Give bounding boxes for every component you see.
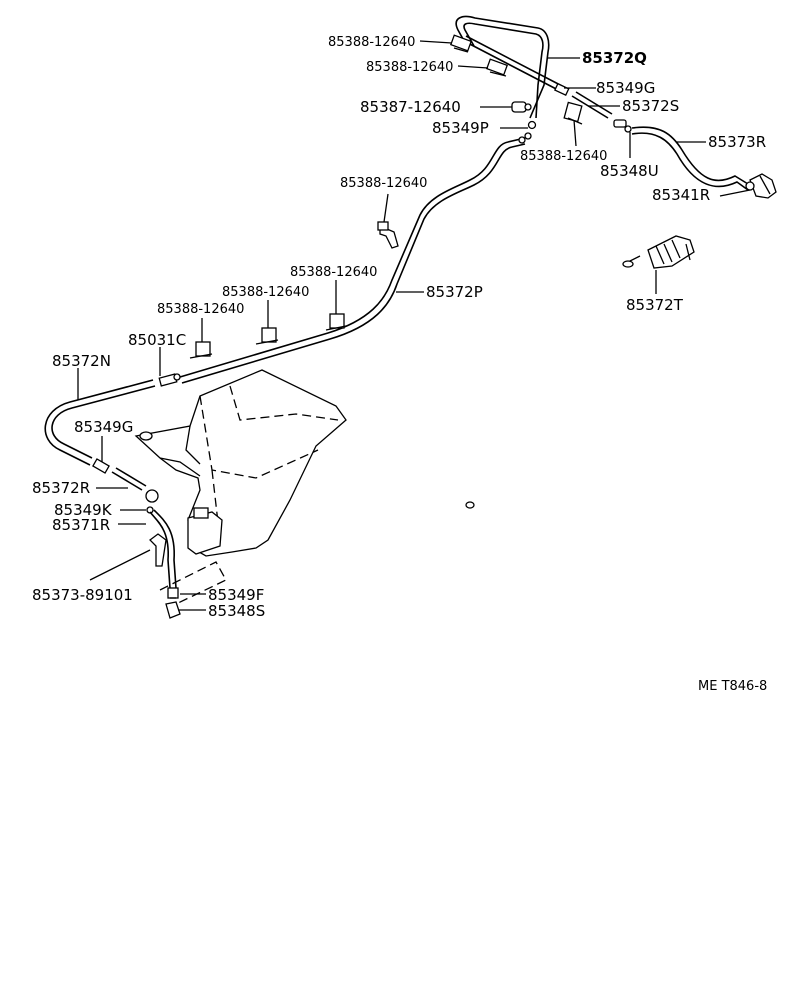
reference-code: ME T846-8 (698, 679, 767, 694)
label-85388-a: 85388-12640 (290, 265, 377, 280)
clip-85388-b (255, 327, 279, 345)
hose-85372t (622, 235, 695, 269)
hose-85373r (631, 126, 749, 191)
clip-85388-c (189, 341, 213, 359)
joint-85349g-low (92, 458, 110, 474)
nozzle-85341r (745, 173, 777, 199)
label-85388-c: 85388-12640 (157, 302, 244, 317)
label-85349k: 85349K (54, 501, 113, 519)
connector-85031c (158, 373, 181, 387)
label-85349g-low: 85349G (74, 418, 133, 436)
clip-85388-a (325, 313, 347, 331)
label-85372q: 85372Q (582, 49, 647, 67)
label-85388-b: 85388-12640 (222, 285, 309, 300)
hose-85371r (149, 509, 177, 589)
label-85349g-top: 85349G (596, 79, 655, 97)
clip-85388-top1 (449, 34, 473, 53)
label-85388-left: 85388-12640 (340, 176, 427, 191)
nozzle-85387 (511, 101, 532, 113)
hose-85372s (571, 91, 613, 119)
label-85372s: 85372S (622, 97, 679, 115)
label-85031c: 85031C (128, 331, 186, 349)
label-85373-89101: 85373-89101 (32, 586, 133, 604)
label-85348u: 85348U (600, 162, 659, 180)
clip-85388-mid (563, 101, 583, 125)
label-85341r: 85341R (652, 186, 710, 204)
joint-85348u (613, 119, 632, 133)
pump-85348s (165, 601, 181, 619)
hose-85372n (44, 379, 156, 466)
label-85372n: 85372N (52, 352, 111, 370)
joint-85349p (518, 120, 537, 144)
hose-85372p (179, 137, 526, 384)
label-85388-mid: 85388-12640 (520, 149, 607, 164)
joint-85349g-top (554, 82, 570, 97)
label-85348s: 85348S (208, 602, 265, 620)
clip-85388-left (377, 221, 399, 249)
label-85372r: 85372R (32, 479, 90, 497)
joint-85349k (145, 489, 159, 514)
part-labels: 85388-12640 85388-12640 85372Q 85349G 85… (32, 35, 767, 694)
label-85373r: 85373R (708, 133, 766, 151)
label-85349p: 85349P (432, 119, 489, 137)
leader-lines (77, 40, 751, 611)
label-85372p: 85372P (426, 283, 483, 301)
label-85388-top1: 85388-12640 (328, 35, 415, 50)
bracket-85373-89101 (149, 533, 167, 567)
washer-tank (134, 369, 475, 605)
label-85372t: 85372T (626, 296, 684, 314)
label-85387: 85387-12640 (360, 98, 461, 116)
label-85388-top2: 85388-12640 (366, 60, 453, 75)
hose-85372r (111, 467, 147, 491)
label-85349f: 85349F (208, 586, 264, 604)
clip-85388-top2 (485, 58, 509, 77)
hose-85372q (455, 15, 567, 119)
label-85371r: 85371R (52, 516, 110, 534)
valve-85349f (167, 587, 179, 599)
